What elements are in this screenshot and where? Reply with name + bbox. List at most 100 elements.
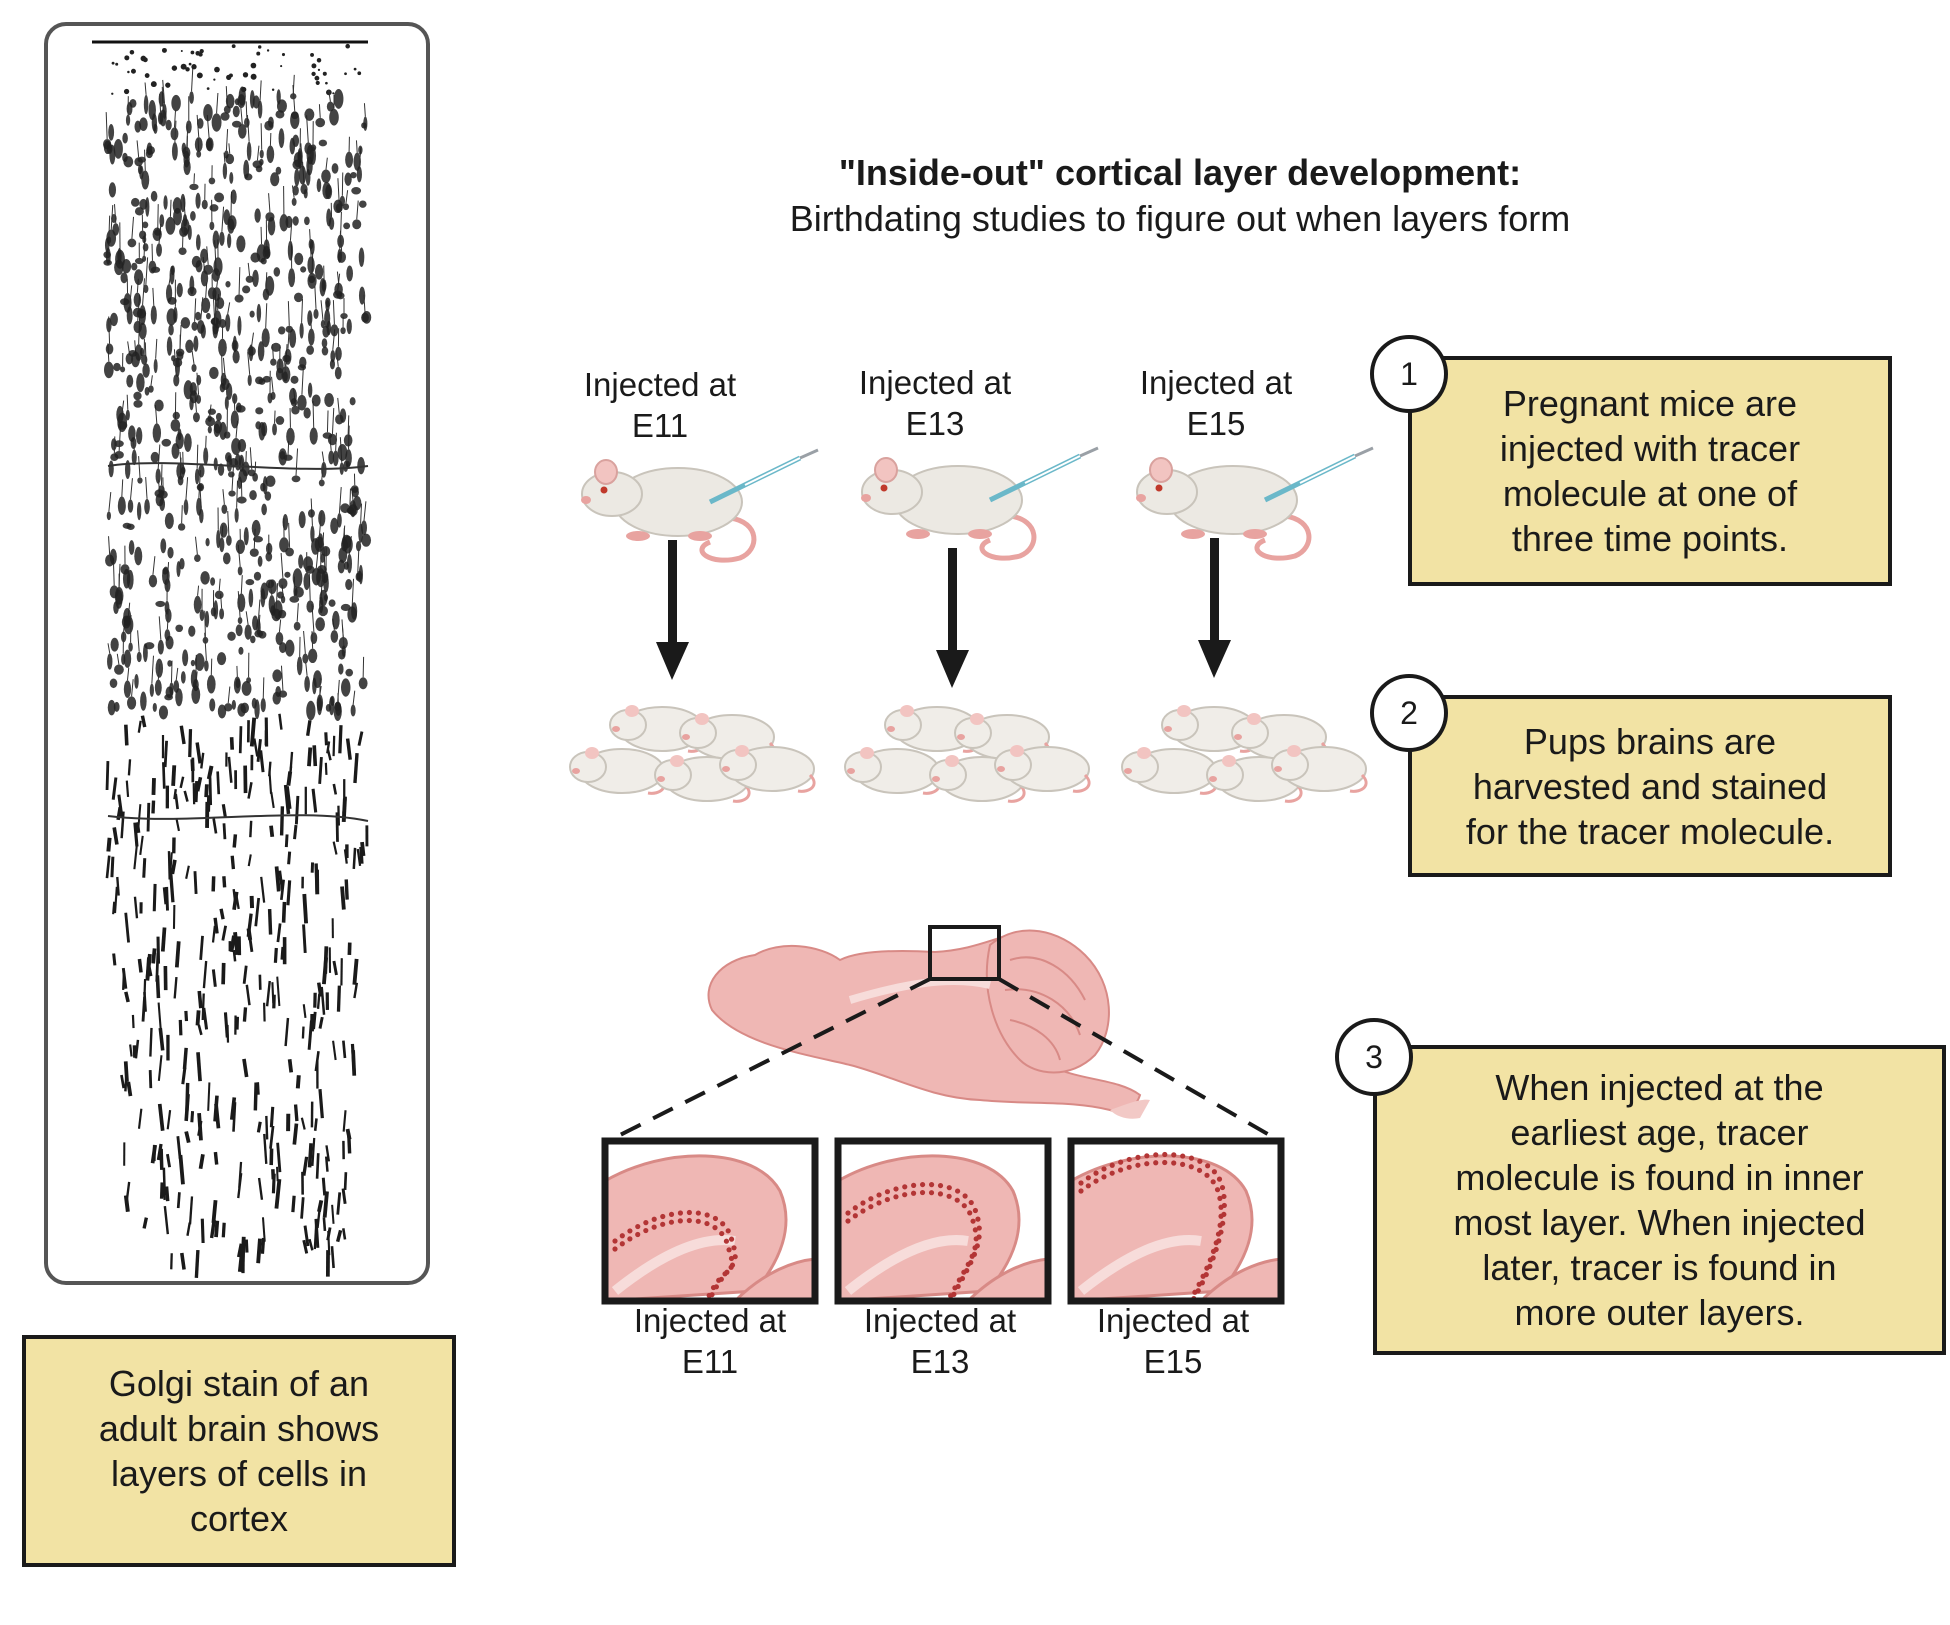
tracer-dot	[612, 1246, 618, 1252]
tracer-dot	[668, 1211, 675, 1217]
pups-litter-e13	[843, 703, 1091, 803]
tracer-dot	[1188, 1164, 1194, 1170]
tracer-dot	[660, 1221, 666, 1227]
injection-label-e15: Injected at E15	[1139, 364, 1293, 442]
tracer-dot	[695, 1210, 701, 1216]
tracer-dot	[627, 1236, 633, 1242]
header: "Inside-out" cortical layer development:…	[680, 150, 1680, 242]
tracer-dot	[852, 1205, 858, 1211]
arrow-e11	[656, 540, 689, 680]
tracer-dot	[712, 1225, 718, 1231]
tracer-dot	[1101, 1166, 1107, 1172]
tracer-dot	[928, 1190, 935, 1196]
panel-label-e11: Injected at E11	[633, 1302, 787, 1380]
tracer-dot	[1109, 1162, 1115, 1168]
golgi-caption-box: Golgi stain of an adult brain shows laye…	[22, 1335, 456, 1567]
injected-mouse-e13	[861, 448, 1098, 558]
tracer-dot	[635, 1231, 641, 1238]
tracer-dot	[876, 1192, 882, 1198]
tracer-dot	[726, 1247, 732, 1253]
tracer-dot	[1217, 1222, 1223, 1228]
tracer-dot	[686, 1217, 692, 1224]
tracer-dot	[946, 1185, 952, 1191]
tracer-dot	[1153, 1160, 1159, 1166]
tracer-dot	[660, 1213, 666, 1220]
tracer-dot	[868, 1196, 874, 1202]
tracer-dot	[937, 1191, 944, 1197]
tracer-dot	[954, 1197, 960, 1203]
page-title: "Inside-out" cortical layer development:	[838, 152, 1522, 193]
tracer-dot	[1135, 1162, 1141, 1168]
arrow-e13	[936, 548, 969, 688]
tracer-dot	[1117, 1167, 1124, 1173]
tracer-dot	[1210, 1179, 1216, 1185]
tracer-dot	[725, 1228, 731, 1234]
tracer-dot	[1213, 1240, 1219, 1246]
tracer-dot	[852, 1213, 858, 1219]
tracer-dot	[1210, 1248, 1217, 1254]
arrow-e15	[1198, 538, 1231, 678]
tracer-dot	[967, 1210, 973, 1216]
tracer-dot	[704, 1212, 710, 1218]
tracer-dot	[1196, 1167, 1203, 1173]
tracer-dot	[1197, 1158, 1203, 1164]
tracer-dot	[1093, 1170, 1099, 1176]
tracer-dot	[1135, 1154, 1141, 1160]
tracer-dot	[1218, 1213, 1224, 1219]
tracer-dot	[1126, 1156, 1132, 1163]
tracer-dot	[722, 1271, 728, 1277]
tracer-dot	[643, 1220, 649, 1226]
tracer-dot	[1211, 1169, 1217, 1175]
zoom-inset-box	[928, 925, 1001, 981]
tracer-dot	[1078, 1188, 1084, 1194]
sagittal-brain	[707, 929, 1150, 1119]
panel-label-e15: Injected at E15	[1096, 1302, 1250, 1380]
page-subtitle: Birthdating studies to figure out when l…	[789, 198, 1571, 239]
tracer-dot	[884, 1189, 891, 1195]
tracer-dot	[686, 1209, 692, 1216]
tracer-dot	[948, 1293, 954, 1299]
tracer-dot	[961, 1269, 967, 1275]
injection-label-e11: Injected at E11	[583, 366, 737, 444]
golgi-stain-drawing	[92, 40, 372, 1278]
tracer-dot	[956, 1277, 962, 1283]
tracer-dot	[723, 1238, 730, 1244]
tracer-dot	[1180, 1161, 1186, 1167]
tracer-dot	[1196, 1281, 1202, 1287]
step-1-text: Pregnant mice are injected with tracer m…	[1499, 383, 1801, 559]
tracer-dot	[969, 1253, 975, 1259]
tracer-dot	[1188, 1155, 1195, 1161]
step-2-number: 2	[1370, 674, 1448, 752]
tracer-dot	[972, 1207, 978, 1214]
tracer-dot	[1144, 1161, 1150, 1167]
tracer-dot	[706, 1292, 712, 1299]
tracer-dot	[1180, 1153, 1186, 1159]
tracer-dot	[965, 1261, 971, 1267]
tracer-dot	[728, 1264, 734, 1270]
tracer-dot	[651, 1224, 657, 1230]
tracer-dot	[893, 1194, 899, 1200]
tracer-dot	[704, 1220, 710, 1227]
tracer-dot	[627, 1228, 633, 1234]
tracer-dot	[619, 1241, 625, 1247]
step-2-box: Pups brains are harvested and stained fo…	[1408, 695, 1892, 877]
tracer-dot	[677, 1218, 683, 1224]
tracer-dot	[1109, 1170, 1115, 1176]
tracer-dot	[695, 1218, 701, 1224]
tracer-dot	[975, 1216, 981, 1222]
tracer-dot	[955, 1188, 961, 1194]
cortex-panel-e11	[601, 1137, 819, 1305]
golgi-cells	[103, 43, 372, 1278]
tracer-dot	[961, 1203, 967, 1209]
tracer-dot	[928, 1182, 935, 1188]
tracer-dot	[1221, 1193, 1227, 1200]
tracer-dot	[1118, 1159, 1124, 1165]
tracer-dot	[728, 1255, 735, 1262]
tracer-dot	[952, 1285, 958, 1291]
tracer-dot	[643, 1227, 649, 1234]
tracer-dot	[1078, 1180, 1084, 1186]
tracer-dot	[973, 1236, 979, 1242]
step-2-text: Pups brains are harvested and stained fo…	[1465, 720, 1835, 852]
tracer-dot	[710, 1284, 717, 1291]
tracer-dot	[1218, 1204, 1224, 1210]
